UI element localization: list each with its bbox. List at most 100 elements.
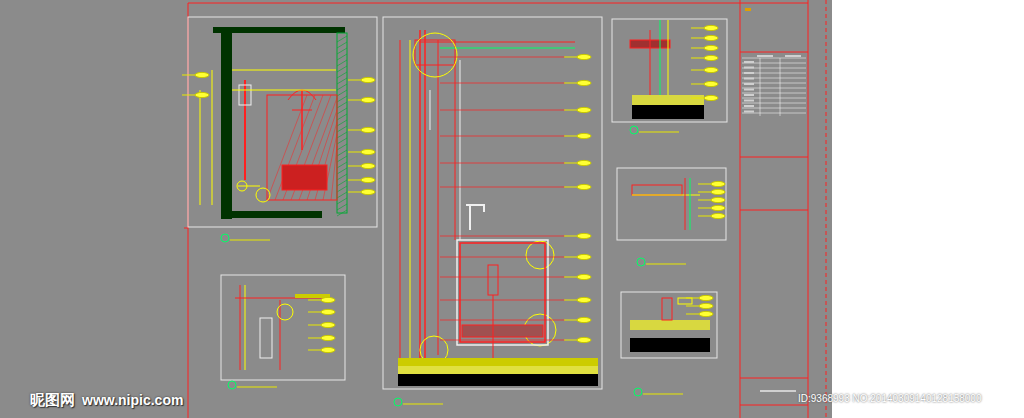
watermark: 昵图网 xyxy=(30,391,75,410)
leader-line xyxy=(564,136,578,137)
hatch-line xyxy=(337,114,347,120)
leader-line xyxy=(564,187,578,188)
table-text-stub xyxy=(744,67,754,69)
hatch-line xyxy=(337,150,347,156)
callout-tag xyxy=(577,160,591,165)
leader-line xyxy=(691,28,705,29)
hatch-line xyxy=(337,168,347,174)
callout-tag xyxy=(361,149,375,154)
leader-line xyxy=(686,314,700,315)
hatch-line xyxy=(337,90,347,96)
table-row xyxy=(742,58,806,59)
table-text-stub xyxy=(744,89,754,91)
hatch-line xyxy=(337,126,347,132)
leader-line xyxy=(440,110,565,111)
title-underline xyxy=(237,387,277,388)
panel-frame xyxy=(188,17,377,227)
panel-frame xyxy=(221,275,345,380)
ceiling-line xyxy=(440,48,575,49)
leader-line xyxy=(348,100,362,101)
section-line xyxy=(660,20,661,95)
dimension-line xyxy=(232,90,336,91)
logo-stub xyxy=(745,8,751,11)
title-underline xyxy=(403,404,443,405)
leader-line xyxy=(440,236,565,237)
callout-tag xyxy=(711,197,725,202)
title-block-line xyxy=(740,52,808,53)
leader-line xyxy=(348,180,362,181)
slab-section xyxy=(398,374,598,386)
leader-line xyxy=(308,338,322,339)
hatch-line xyxy=(337,204,347,210)
callout-tag xyxy=(361,177,375,182)
wall-hatch xyxy=(337,33,347,213)
title-block-line xyxy=(740,378,808,379)
callout-tag xyxy=(704,45,718,50)
section-line xyxy=(430,90,431,130)
pipe-line xyxy=(493,295,494,360)
leader-line xyxy=(564,277,578,278)
section-line xyxy=(685,178,686,230)
hatch-line xyxy=(337,54,347,60)
callout-tag xyxy=(577,337,591,342)
callout-tag xyxy=(711,205,725,210)
detail-circle xyxy=(413,33,457,77)
hatch-line xyxy=(337,120,347,126)
callout-tag xyxy=(361,163,375,168)
ceiling-line xyxy=(420,42,575,43)
dimension-line xyxy=(212,70,213,205)
hatch-line xyxy=(337,180,347,186)
drain-pipe xyxy=(488,265,498,295)
leader-line xyxy=(564,320,578,321)
image-id: ID:9368993 NO:20140309140128158000 xyxy=(798,393,982,404)
paper-margin xyxy=(832,0,1024,418)
hatch-line xyxy=(331,146,337,200)
leader-line xyxy=(440,320,565,321)
detail-circle xyxy=(256,188,270,202)
hatch-line xyxy=(337,138,347,144)
detail-mark xyxy=(221,234,229,242)
leader-line xyxy=(440,340,565,341)
callout-tag xyxy=(577,233,591,238)
frame-line xyxy=(826,0,827,418)
callout-tag xyxy=(361,127,375,132)
frame-line xyxy=(740,0,741,418)
faucet-symbol xyxy=(466,205,484,230)
section-line xyxy=(280,300,281,370)
cabinet-base xyxy=(462,325,543,337)
table-text-stub xyxy=(744,83,754,85)
panel-frame xyxy=(383,17,602,389)
hatch-line xyxy=(337,102,347,108)
screed-layer xyxy=(398,366,598,374)
callout-tag xyxy=(361,189,375,194)
cabinet-outline xyxy=(460,243,545,342)
table-text-stub xyxy=(744,78,754,80)
callout-tag xyxy=(321,347,335,352)
slab-section xyxy=(630,338,710,352)
leader-line xyxy=(564,340,578,341)
section-line xyxy=(668,20,669,95)
leader-line xyxy=(698,208,712,209)
hatch-line xyxy=(337,162,347,168)
detail-circle xyxy=(526,241,554,269)
hatch-line xyxy=(337,156,347,162)
table-text-stub xyxy=(760,390,796,392)
frame-line xyxy=(808,0,809,418)
table-row xyxy=(742,68,806,69)
leader-line xyxy=(348,166,362,167)
mirror-outline xyxy=(239,85,251,105)
hatch-line xyxy=(337,72,347,78)
section-line xyxy=(650,30,651,95)
detail-mark xyxy=(630,126,638,134)
leader-line xyxy=(564,57,578,58)
basin-section xyxy=(282,165,327,190)
hatch-line xyxy=(337,132,347,138)
panel-frame xyxy=(621,292,717,358)
hatch-line xyxy=(337,60,347,66)
detail-circle xyxy=(237,181,247,191)
table-row xyxy=(742,93,806,94)
callout-tag xyxy=(577,184,591,189)
frame-line xyxy=(188,3,808,4)
callout-tag xyxy=(704,35,718,40)
hatch-line xyxy=(337,78,347,84)
